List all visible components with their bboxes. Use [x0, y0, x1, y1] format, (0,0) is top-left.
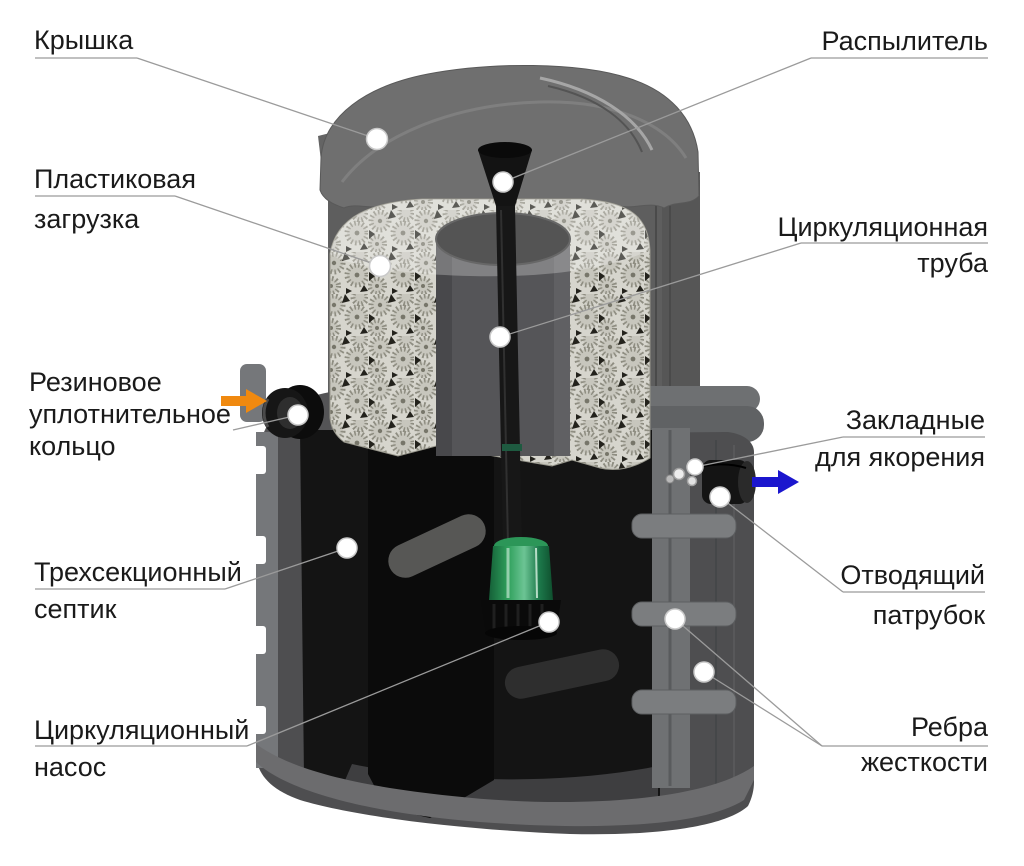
outlet-flow-arrow: [752, 470, 799, 494]
label-koltso-line3: кольцо: [29, 431, 116, 461]
left-rib-notches: [250, 446, 266, 734]
baffle-slot: [388, 514, 486, 578]
label-kryshka-line1: Крышка: [34, 25, 134, 55]
marker-seal-ring: [287, 404, 309, 426]
label-zakladnye: Закладные для якорения: [815, 402, 985, 476]
tank-interior-cutaway: [300, 422, 660, 818]
label-raspylitel-line1: Распылитель: [821, 26, 989, 56]
label-septik-line1: Трехсекционный: [34, 557, 242, 587]
marker-pump: [538, 611, 560, 633]
circulation-pump: [481, 537, 561, 640]
label-koltso-line1: Резиновое: [29, 367, 162, 397]
stiffening-ribs: [631, 428, 737, 795]
marker-sprayer: [492, 171, 514, 193]
label-truba-line1: Циркуляционная: [777, 212, 989, 242]
label-plastikovaya-zagruzka: Пластиковая загрузка: [34, 159, 196, 239]
marker-lid: [365, 127, 389, 151]
tank-base-rim: [256, 744, 754, 827]
label-koltso-line2: уплотнительное: [29, 399, 231, 429]
label-tsirkulyatsionnaya-truba: Циркуляционная труба: [778, 209, 989, 281]
label-nasos-line2: насос: [34, 752, 107, 782]
anchor-fasteners: [665, 467, 698, 487]
label-zakladnye-line1: Закладные: [845, 405, 985, 435]
label-trekhsektsionny-septik: Трехсекционный септик: [34, 554, 242, 628]
label-rebra-line2: жесткости: [860, 747, 988, 777]
marker-dots: [287, 127, 731, 683]
label-kryshka: Крышка: [34, 25, 133, 56]
label-tsirkulyatsionny-nasos: Циркуляционный насос: [34, 712, 249, 786]
label-plastikovaya-line2: загрузка: [34, 204, 140, 234]
cut-section-panel: [368, 422, 494, 818]
label-rebra-line1: Ребра: [910, 712, 988, 742]
label-zakladnye-line2: для якорения: [814, 442, 985, 472]
label-raspylitel: Распылитель: [822, 26, 989, 57]
label-otvodyashchy-patrubok: Отводящий патрубок: [840, 555, 985, 635]
marker-anchors: [686, 458, 704, 476]
baffle-slot: [504, 649, 620, 699]
label-plastikovaya-line1: Пластиковая: [34, 164, 196, 194]
left-stiffening-rib: [256, 432, 278, 768]
marker-rib-1: [664, 608, 686, 630]
marker-media: [368, 254, 392, 278]
marker-rib-2: [693, 661, 715, 683]
marker-outlet: [709, 486, 731, 508]
leader-lines: [35, 57, 988, 747]
label-truba-line2: труба: [917, 248, 988, 278]
marker-circulation-pipe: [489, 326, 511, 348]
marker-septic-body: [336, 537, 358, 559]
label-patrubok-line2: патрубок: [872, 600, 985, 630]
label-rezinovoe-koltso: Резиновое уплотнительное кольцо: [29, 366, 231, 462]
label-rebra-zhestkosti: Ребра жесткости: [861, 710, 988, 780]
inlet-flow-arrow: [221, 389, 267, 413]
label-nasos-line1: Циркуляционный: [34, 715, 250, 745]
label-septik-line2: септик: [34, 594, 117, 624]
circulation-pipe: [496, 206, 522, 548]
label-patrubok-line1: Отводящий: [840, 560, 985, 590]
